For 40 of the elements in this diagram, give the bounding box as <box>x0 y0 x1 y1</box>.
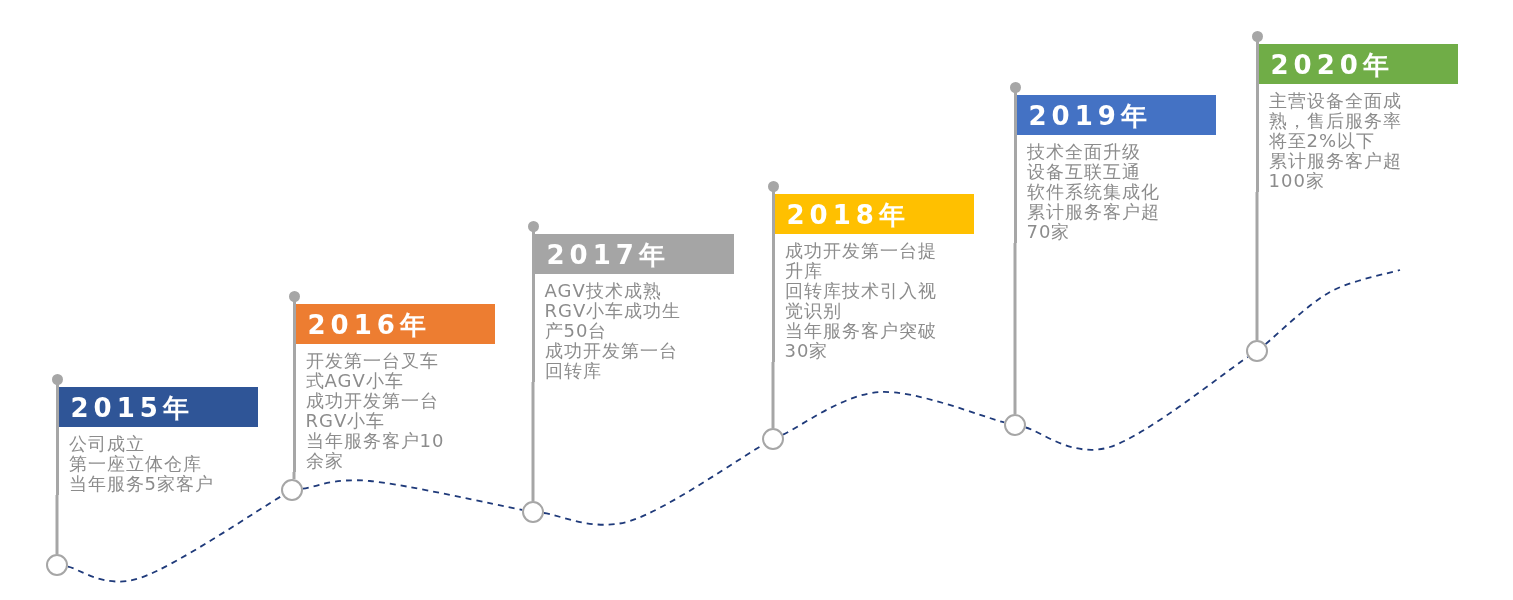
milestone-note: 成功开发第一台回转库 <box>544 341 679 381</box>
year-banner: 2017年 <box>534 234 734 274</box>
milestone-note: 设备互联互通 <box>1026 162 1142 182</box>
timeline-circle <box>1004 414 1026 436</box>
year-banner: 2019年 <box>1016 95 1216 135</box>
dashed-wave-line <box>67 494 284 583</box>
milestone-note: 公司成立 <box>68 434 146 454</box>
milestone-note: 累计服务客户超100家 <box>1268 151 1403 191</box>
timeline-circle <box>281 479 303 501</box>
milestone-note: 当年服务5家客户 <box>68 474 215 494</box>
pole-line <box>771 362 775 428</box>
pole-line <box>531 382 535 501</box>
year-banner: 2016年 <box>295 304 495 344</box>
milestone-note: 累计服务客户超70家 <box>1026 202 1161 242</box>
milestone-note: 开发第一台叉车式AGV小车 <box>305 351 440 391</box>
milestone-note: 技术全面升级 <box>1026 142 1142 162</box>
milestone-note: 当年服务客户突破30家 <box>784 321 938 361</box>
pole-line <box>55 495 59 554</box>
milestone-note: 当年服务客户10余家 <box>305 431 446 471</box>
pole-line <box>1255 192 1259 340</box>
year-banner: 2020年 <box>1258 44 1458 84</box>
milestone-note: AGV技术成熟 <box>544 281 663 301</box>
timeline-circle <box>522 501 544 523</box>
dashed-wave-line <box>302 479 524 511</box>
pole-line <box>1013 243 1017 414</box>
dashed-wave-line <box>782 391 1006 436</box>
year-banner: 2015年 <box>58 387 258 427</box>
milestone-note: 成功开发第一台RGV小车 <box>305 391 440 431</box>
pole-line <box>292 472 296 479</box>
milestone-note: 第一座立体仓库 <box>68 454 203 474</box>
milestone-note: 成功开发第一台提升库 <box>784 241 938 281</box>
dashed-wave-line <box>1264 269 1401 345</box>
timeline-circle <box>1246 340 1268 362</box>
year-banner: 2018年 <box>774 194 974 234</box>
milestone-note: 主营设备全面成熟，售后服务率将至2%以下 <box>1268 91 1403 151</box>
timeline-circle <box>46 554 68 576</box>
milestone-note: 回转库技术引入视觉识别 <box>784 281 938 321</box>
timeline-circle <box>762 428 784 450</box>
milestone-note: 软件系统集成化 <box>1026 182 1161 202</box>
milestone-note: RGV小车成功生产50台 <box>544 301 683 341</box>
